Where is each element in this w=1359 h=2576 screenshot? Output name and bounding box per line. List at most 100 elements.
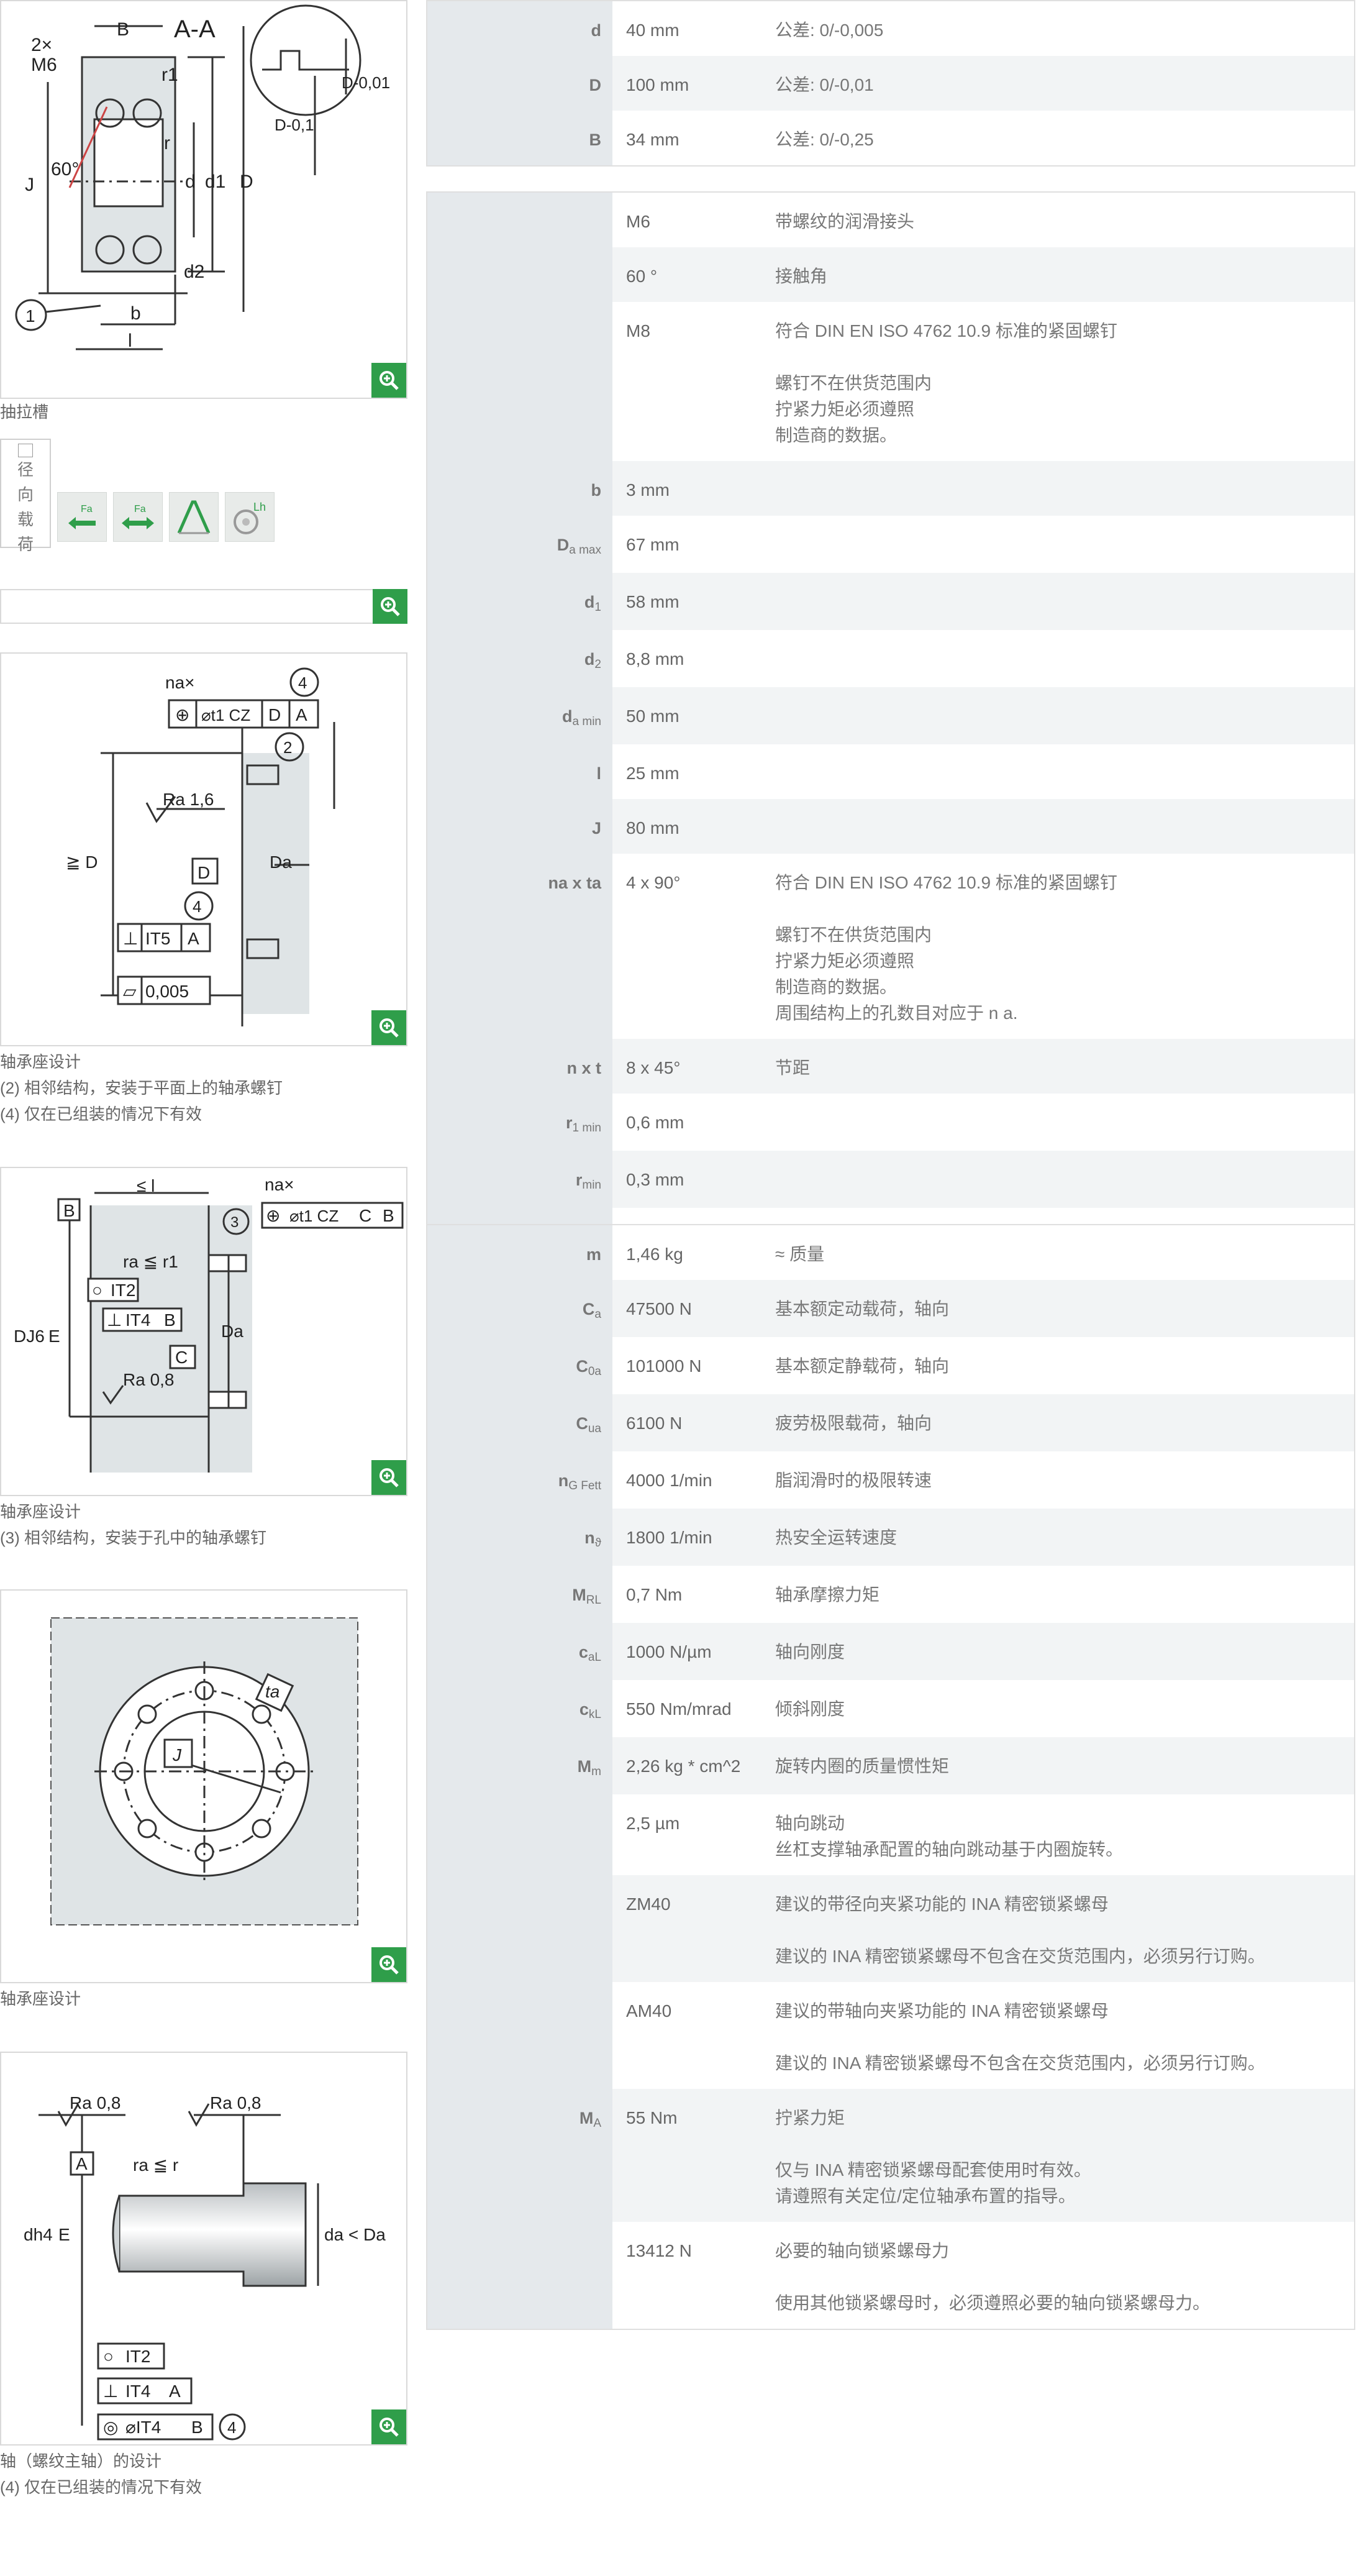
label-Da: Da [270,852,292,872]
parameter-value: 4000 1/min [626,1471,712,1490]
rating-life-icon[interactable]: Lh [225,492,275,542]
parameter-value: 8 x 45° [612,1039,775,1094]
parameter-description: 带螺纹的润滑接头 [775,212,915,231]
parameter-description: 符合 DIN EN ISO 4762 10.9 标准的紧固螺钉螺钉不在供货范围内… [775,873,1117,1023]
parameter-symbol [427,193,612,247]
parameter-description [775,516,1354,573]
label-da-Da: da < Da [324,2225,386,2244]
label-c4b: 4 [193,897,201,916]
label-c4: 4 [227,2418,236,2437]
parameter-value: 550 Nm/mrad [626,1699,732,1719]
zoom-button[interactable] [371,1010,406,1045]
contact-angle-icon[interactable] [169,492,219,542]
label-ta: ta [265,1682,280,1701]
zoom-button[interactable] [371,363,406,398]
parameter-description: 节距 [775,1039,1354,1094]
figure-housing-bore[interactable]: ≤ l na× ⊕ ⌀t1 CZ C B B 3 ra ≦ r1 ○ IT2 ⊥… [0,1167,407,1496]
label-it2: IT2 [111,1281,135,1300]
axial-load-left-icon[interactable]: Fa [57,492,107,542]
parameter-symbol: Da max [427,516,612,573]
parameter-description [775,1151,1354,1208]
parameter-description: 建议的带轴向夹紧功能的 INA 精密锁紧螺母建议的 INA 精密锁紧螺母不包含在… [775,2001,1265,2073]
label-frame-D: D [268,705,281,724]
parameter-symbol: d2 [427,630,612,687]
image-search-bar[interactable] [0,589,407,624]
label-D: D [240,171,253,192]
parameter-description: 旋转内圈的质量惯性矩 [775,1737,1354,1794]
magnifier-icon [380,1955,399,1975]
parameter-description [775,573,1354,630]
bearing-section-drawing: A-A B 2× M6 r1 D-0,01 D-0,1 r d d1 D J 6… [15,4,390,351]
figure-housing-flat[interactable]: na× 4 ⊕ ⌀t1 CZ D A 2 Ra 1,6 ≧ D D Da 4 ⊥… [0,652,407,1046]
magnifier-icon [380,1018,399,1038]
label-J: J [25,175,34,195]
parameter-description: 轴向刚度 [775,1623,1354,1680]
svg-text:⊕: ⊕ [266,1206,280,1225]
label-na: na× [165,673,195,692]
label-d2: d2 [184,262,204,282]
parameter-symbol [427,247,612,302]
parameter-description: 倾斜刚度 [775,1699,845,1719]
label-DJ6: DJ6 [14,1327,45,1346]
zoom-button[interactable] [371,1947,406,1982]
label-le: ≤ l [137,1176,155,1195]
parameter-value: 0,3 mm [612,1151,775,1208]
label-frame-A: A [296,705,307,724]
housing-flat-drawing: na× 4 ⊕ ⌀t1 CZ D A 2 Ra 1,6 ≧ D D Da 4 ⊥… [66,667,335,1026]
zoom-button[interactable] [371,2409,406,2444]
parameter-symbol: r1 min [427,1094,612,1151]
svg-text:Fa: Fa [81,504,93,514]
parameter-value: 2,5 µm [626,1814,680,1833]
parameter-value: 101000 N [626,1356,702,1376]
zoom-button[interactable] [373,589,407,624]
figure-shaft-design[interactable]: Ra 0,8 Ra 0,8 A ra ≦ r dh4 E da < Da ○ I… [0,2052,407,2446]
label-M6: M6 [31,55,57,75]
label-2x: 2× [31,35,52,55]
label-it4: IT4 [125,2382,150,2401]
label-geD: ≧ D [66,852,98,872]
parameter-value: 50 mm [612,687,775,744]
parameter-value: 0,7 Nm [626,1585,683,1604]
parameter-symbol: d1 [427,573,612,630]
svg-text:⊥: ⊥ [107,1310,122,1330]
parameter-value: 100 mm [612,56,775,111]
zoom-button[interactable] [371,1460,406,1495]
svg-text:○: ○ [103,2347,114,2366]
svg-text:⊥: ⊥ [123,929,138,948]
parameter-description [775,687,1354,744]
figure-hole-pattern[interactable]: ta J [0,1589,407,1983]
parameter-symbol: na x ta [427,854,612,1039]
label-angle: 60° [51,159,79,180]
parameter-description: 公差: 0/-0,01 [775,56,1354,111]
label-B2: B [164,1310,176,1330]
parameter-description: 轴向跳动丝杠支撑轴承配置的轴向跳动基于内圈旋转。 [775,1814,1124,1859]
table-row: 2,5 µm 轴向跳动丝杠支撑轴承配置的轴向跳动基于内圈旋转。 [427,1794,1354,1875]
label-ra-r1: ra ≦ r1 [123,1252,178,1271]
figure-caption: 轴承座设计 (3) 相邻结构，安装于孔中的轴承螺钉 [0,1502,267,1547]
housing-bore-drawing: ≤ l na× ⊕ ⌀t1 CZ C B B 3 ra ≦ r1 ○ IT2 ⊥… [14,1175,404,1473]
parameter-description: 疲劳极限载荷，轴向 [775,1394,1354,1451]
label-D01: D-0,1 [275,116,314,134]
radial-load-image[interactable]: 径 向 载 荷 [0,439,51,554]
parameter-description [775,799,1354,854]
parameter-value: 58 mm [612,573,775,630]
svg-text:◎: ◎ [103,2418,118,2437]
axial-load-both-icon[interactable]: Fa [113,492,163,542]
label-r: r [164,133,170,153]
magnifier-icon [380,2418,399,2437]
parameter-symbol: C0a [427,1337,612,1394]
parameter-value: 13412 N [626,2241,692,2260]
figure-bearing-section[interactable]: A-A B 2× M6 r1 D-0,01 D-0,1 r d d1 D J 6… [0,0,407,399]
